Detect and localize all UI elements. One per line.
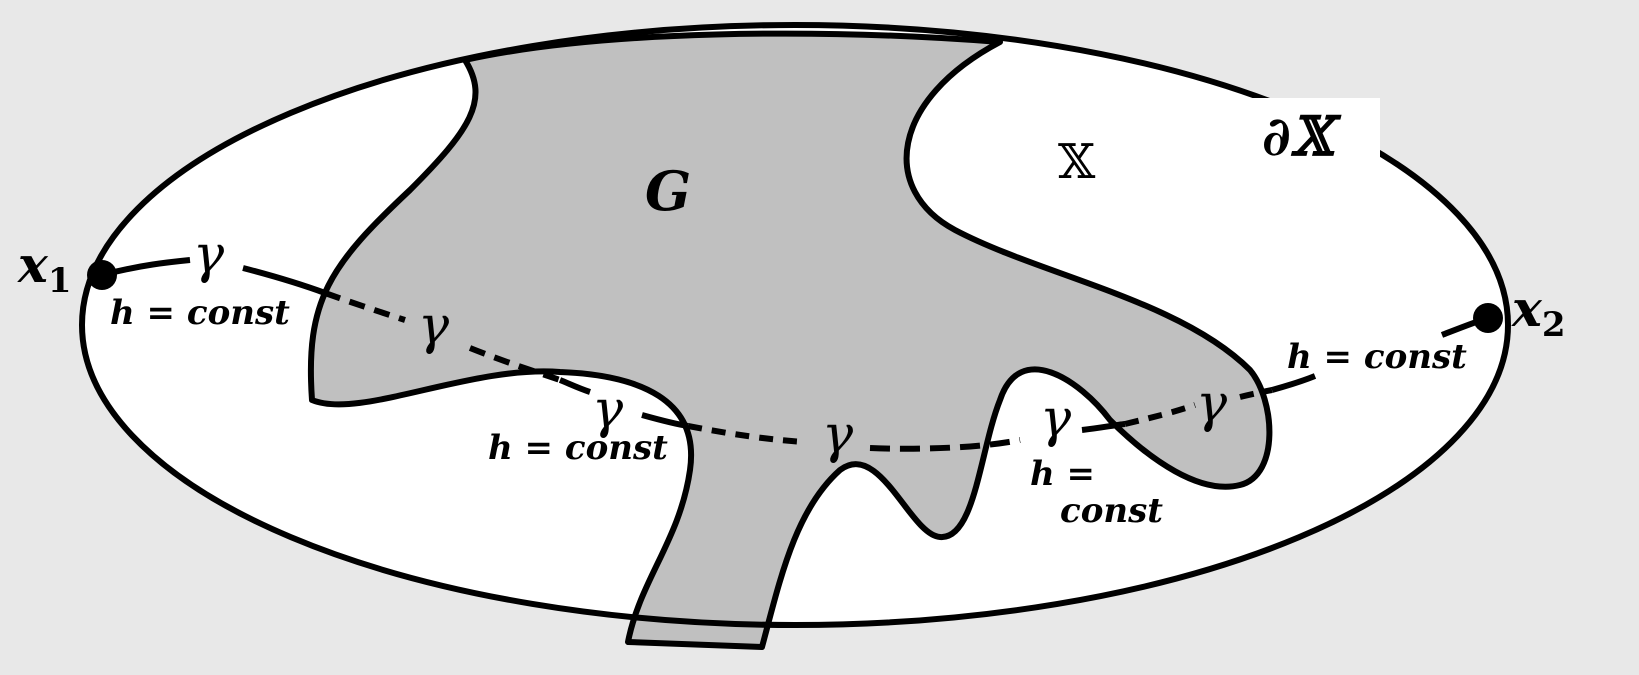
gamma-label-1: γ	[193, 225, 225, 285]
gamma-dashed-4	[869, 437, 1021, 452]
region-G-label: G	[645, 159, 691, 223]
gamma-dashed-2	[468, 345, 561, 383]
label-x2: x2	[1511, 279, 1565, 345]
h-const-label-2: h = const	[488, 428, 668, 468]
gamma-label-3: γ	[592, 380, 624, 440]
gamma-solid-6	[1271, 373, 1317, 393]
gamma-solid-3	[558, 377, 591, 395]
point-x1	[87, 260, 117, 290]
h-const-label-1: h = const	[110, 293, 290, 333]
point-x2	[1473, 303, 1503, 333]
boundary-label: ∂𝕏	[1262, 104, 1342, 168]
gamma-dashed-3	[687, 423, 806, 445]
gamma-label-6: γ	[1196, 374, 1228, 434]
boundary-label-box	[1240, 98, 1380, 182]
h-const-label-3-line1: h =	[1030, 454, 1095, 494]
gamma-dashed-6	[1239, 387, 1273, 400]
label-x1-sub: 1	[48, 261, 72, 301]
region-G	[307, 30, 1273, 650]
gamma-solid-4	[641, 412, 689, 429]
label-x1-base: x	[17, 235, 49, 294]
gamma-solid-2	[242, 265, 327, 296]
domain-ellipse-outline	[79, 22, 1511, 628]
label-x2-base: x	[1511, 279, 1543, 338]
gamma-dashed-1	[323, 290, 406, 323]
gamma-label-5: γ	[1040, 389, 1072, 449]
gamma-solid-5	[1081, 421, 1126, 433]
gamma-label-2: γ	[418, 296, 450, 356]
domain-X-label: 𝕏	[1058, 134, 1096, 190]
h-const-label-3-line2: const	[1060, 491, 1163, 531]
label-x2-sub: 2	[1542, 305, 1566, 345]
gamma-label-4: γ	[822, 405, 854, 465]
label-x1: x1	[17, 235, 71, 301]
h-const-label-4: h = const	[1287, 337, 1467, 377]
gamma-dashed-5	[1124, 402, 1196, 427]
